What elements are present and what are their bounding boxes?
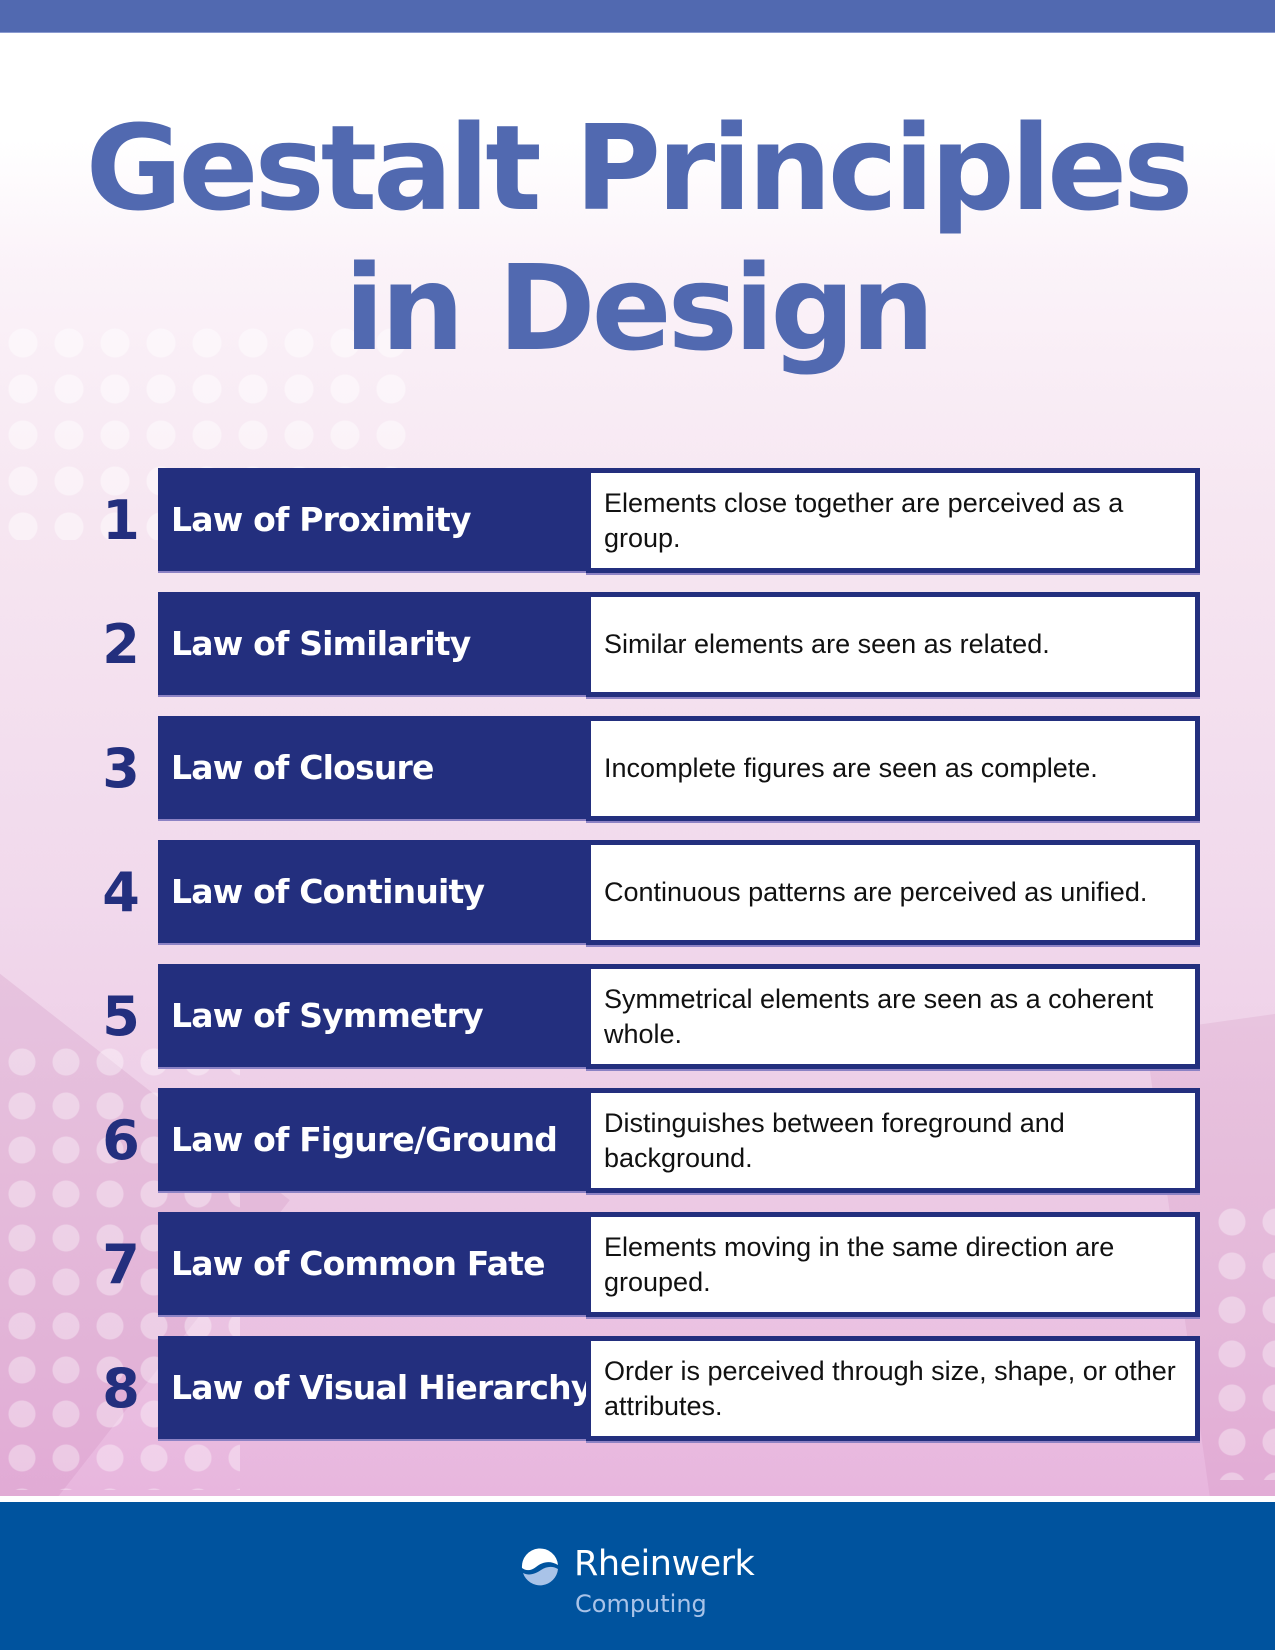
principle-description-text: Similar elements are seen as related. [604,629,1050,659]
principle-description: Incomplete figures are seen as complete. [586,716,1200,821]
principle-row: 5 Law of Symmetry Symmetrical elements a… [0,964,1275,1069]
footer: Rheinwerk Computing [0,1496,1275,1650]
principle-description-text: Distinguishes between foreground and bac… [604,1107,1065,1173]
principle-row: 1 Law of Proximity Elements close togeth… [0,468,1275,573]
principle-row: 6 Law of Figure/Ground Distinguishes bet… [0,1088,1275,1193]
principle-name: Law of Figure/Ground [158,1088,598,1193]
principle-row: 8 Law of Visual Hierarchy Order is perce… [0,1336,1275,1441]
principle-name: Law of Similarity [158,592,598,697]
principle-description-text: Incomplete figures are seen as complete. [604,753,1098,783]
principle-row: 7 Law of Common Fate Elements moving in … [0,1212,1275,1317]
principle-description: Elements moving in the same direction ar… [586,1212,1200,1317]
principle-description: Elements close together are perceived as… [586,468,1200,573]
page-title: Gestalt Principles in Design [0,98,1275,378]
principle-number: 1 [102,489,140,552]
principle-name: Law of Closure [158,716,598,821]
title-line-2: in Design [344,239,935,377]
principle-number: 5 [102,985,140,1048]
principle-number: 3 [102,737,140,800]
brand-logo: Rheinwerk Computing [520,1544,760,1628]
principle-row: 3 Law of Closure Incomplete figures are … [0,716,1275,821]
principle-number: 8 [102,1357,140,1420]
principle-description: Symmetrical elements are seen as a coher… [586,964,1200,1069]
principle-name: Law of Symmetry [158,964,598,1069]
principle-description-text: Order is perceived through size, shape, … [604,1355,1176,1421]
title-line-1: Gestalt Principles [85,99,1194,237]
principle-name: Law of Visual Hierarchy [158,1336,598,1441]
principle-number: 6 [102,1109,140,1172]
principle-number: 2 [102,613,140,676]
principle-description: Similar elements are seen as related. [586,592,1200,697]
principle-name: Law of Proximity [158,468,598,573]
principle-number: 7 [102,1233,140,1296]
principle-description-text: Elements moving in the same direction ar… [604,1231,1115,1297]
principle-row: 4 Law of Continuity Continuous patterns … [0,840,1275,945]
principle-description: Distinguishes between foreground and bac… [586,1088,1200,1193]
principle-description-text: Elements close together are perceived as… [604,487,1124,553]
principle-number: 4 [102,861,140,924]
brand-name: Rheinwerk [574,1544,755,1584]
principle-name: Law of Continuity [158,840,598,945]
principle-description: Continuous patterns are perceived as uni… [586,840,1200,945]
principle-name: Law of Common Fate [158,1212,598,1317]
top-accent-bar [0,0,1275,33]
principle-row: 2 Law of Similarity Similar elements are… [0,592,1275,697]
principle-description-text: Continuous patterns are perceived as uni… [604,877,1148,907]
principle-description-text: Symmetrical elements are seen as a coher… [604,983,1154,1049]
principle-description: Order is perceived through size, shape, … [586,1336,1200,1441]
brand-subtitle: Computing [575,1590,707,1618]
rheinwerk-wave-logo-icon [521,1548,558,1586]
